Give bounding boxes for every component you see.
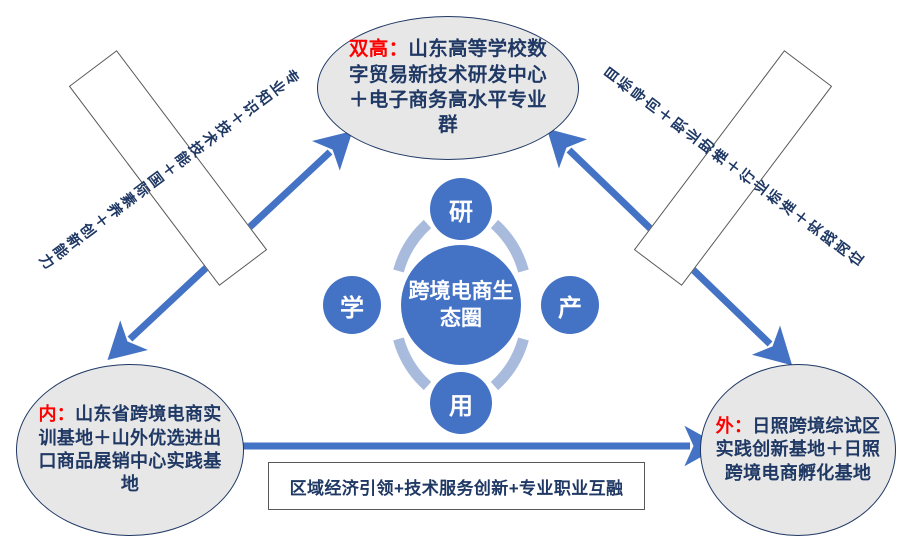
satellite-yan[interactable]: 研 xyxy=(430,178,492,240)
caption-bottom-text: 区域经济引领+技术服务创新+专业职业互融 xyxy=(289,478,624,498)
ring-arc-group xyxy=(393,219,529,391)
satellite-chan[interactable]: 产 xyxy=(541,276,599,334)
satellite-xue[interactable]: 学 xyxy=(323,276,381,334)
node-bottom-right-text: 外：日照跨境综试区实践创新基地＋日照跨境电商孵化基地 xyxy=(714,415,882,485)
node-bottom-left-body: 山东省跨境电商实训基地＋山外优选进出口商品展销中心实践基地 xyxy=(38,404,222,495)
satellite-chan-label: 产 xyxy=(558,294,582,322)
satellite-xue-label: 学 xyxy=(340,294,364,322)
ring-arc-top-right xyxy=(490,219,529,273)
ring-arc-top-left xyxy=(393,219,432,273)
satellite-yong-label: 用 xyxy=(449,392,473,420)
satellite-yan-label: 研 xyxy=(449,198,473,226)
core-circle-ecosystem[interactable]: 跨境电商生态圈 xyxy=(401,245,521,365)
node-top-body: 山东高等学校数字贸易新技术研发中心＋电子商务高水平专业群 xyxy=(348,38,547,137)
ring-arc-bottom-left xyxy=(393,337,432,391)
ring-arc-bottom-right xyxy=(490,337,529,391)
node-bottom-left-tag: 内： xyxy=(38,404,76,425)
node-bottom-left-text: 内：山东省跨境电商实训基地＋山外优选进出口商品展销中心实践基地 xyxy=(37,403,223,497)
node-top-text: 双高：山东高等学校数字贸易新技术研发中心＋电子商务高水平专业群 xyxy=(340,37,556,138)
core-label: 跨境电商生态圈 xyxy=(408,279,514,330)
caption-box-bottom[interactable]: 区域经济引领+技术服务创新+专业职业互融 xyxy=(268,462,645,510)
node-bottom-right-wai[interactable]: 外：日照跨境综试区实践创新基地＋日照跨境电商孵化基地 xyxy=(700,364,896,536)
node-bottom-left-nei[interactable]: 内：山东省跨境电商实训基地＋山外优选进出口商品展销中心实践基地 xyxy=(16,364,244,536)
node-top-tag: 双高： xyxy=(348,38,409,61)
satellite-yong[interactable]: 用 xyxy=(430,372,492,434)
node-bottom-right-body: 日照跨境综试区实践创新基地＋日照跨境电商孵化基地 xyxy=(715,415,881,483)
node-bottom-right-tag: 外： xyxy=(715,415,753,436)
node-top-shuanggao[interactable]: 双高：山东高等学校数字贸易新技术研发中心＋电子商务高水平专业群 xyxy=(317,16,579,160)
